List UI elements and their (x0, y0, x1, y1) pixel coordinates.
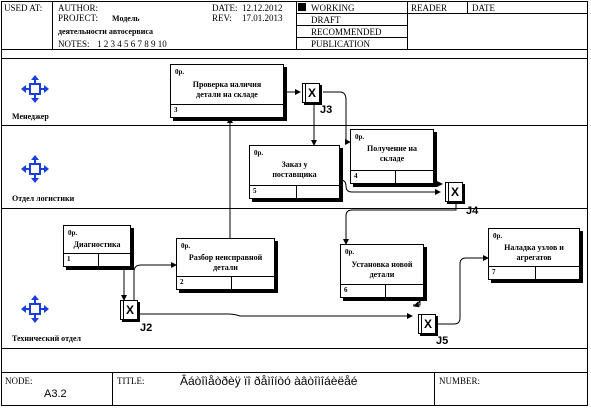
box-op: 0р. (254, 149, 264, 157)
junction-symbol: X (451, 185, 460, 199)
junction-symbol: X (308, 86, 317, 100)
footer-top-rule (1, 372, 588, 373)
lane-logistics-icon (21, 155, 49, 183)
box-op: 0р. (345, 248, 355, 256)
box-number: 1 (67, 255, 71, 263)
box-number: 4 (354, 172, 358, 180)
activity-box-6[interactable]: 0р. Установка новой детали 6 (340, 244, 424, 298)
junction-label-j4: J4 (466, 205, 479, 217)
link-j2-j5 (138, 313, 413, 319)
link-j5-7 (438, 255, 489, 325)
rev-label: REV: (212, 13, 232, 23)
used-at-label: USED AT: (4, 3, 43, 13)
node-label: NODE: (5, 376, 33, 386)
status-publication: PUBLICATION (311, 39, 371, 49)
number-label: NUMBER: (439, 376, 481, 386)
lane-name-technical: Технический отдел (12, 334, 81, 343)
rev-value: 17.01.2013 (242, 13, 283, 23)
link-j2-2 (133, 262, 177, 300)
lane-separator-2 (1, 208, 588, 209)
status-draft: DRAFT (311, 15, 341, 25)
box-number: 6 (344, 286, 348, 294)
activity-box-2[interactable]: 0р. Разбор неисправной детали 2 (176, 238, 275, 290)
link-j4-6 (343, 200, 457, 245)
lane-technical-icon (21, 295, 49, 323)
junction-j2[interactable]: X (120, 300, 138, 320)
junction-symbol: X (126, 303, 135, 317)
title-label: TITLE: (117, 376, 145, 386)
box-label: Получение на складе (366, 144, 418, 163)
box-label: Наладка узлов и агрегатов (504, 243, 564, 262)
junction-symbol: X (424, 317, 433, 331)
lane-bottom-border (1, 348, 588, 349)
junction-j5[interactable]: X (418, 314, 436, 334)
lane-top-border (1, 58, 588, 59)
project-label: PROJECT: (58, 13, 99, 23)
project-value-line2: деятельности автосервиса (58, 27, 153, 36)
status-divider-left (296, 1, 297, 49)
box-label: Диагностика (73, 240, 121, 249)
lane-name-logistics: Отдел логистики (12, 194, 75, 203)
activity-box-7[interactable]: 0р. Наладка узлов и агрегатов 7 (488, 228, 580, 280)
activity-box-5[interactable]: 0р. Заказ у поставщика 5 (249, 145, 340, 199)
lane-manager-icon (21, 75, 49, 103)
box-label: Заказ у поставщика (272, 160, 317, 179)
link-5-j4 (339, 179, 441, 195)
junction-label-j3: J3 (320, 104, 333, 116)
activity-box-4[interactable]: 0р. Получение на складе 4 (350, 129, 434, 184)
project-value-line1: Модель (112, 14, 140, 23)
reader-label: READER (411, 3, 447, 13)
title-value: Âáòîìåòðèÿ ïî ðåìîíòó àâòîìîáèëåé (180, 374, 358, 388)
junction-label-j2: J2 (140, 322, 153, 334)
box-label: Проверка наличия детали на складе (192, 80, 262, 99)
notes-value: 1 2 3 4 5 6 7 8 9 10 (97, 39, 167, 49)
author-label: AUTHOR: (58, 3, 98, 13)
box-number: 2 (180, 278, 184, 286)
date-label: DATE: (212, 3, 238, 13)
status-divider-right (407, 1, 408, 49)
link-j3-4 (323, 91, 351, 145)
node-value: A3.2 (44, 388, 67, 400)
activity-box-3[interactable]: 0р. Проверка наличия детали на складе 3 (170, 64, 284, 118)
box-op: 0р. (68, 229, 78, 237)
box-op: 0р. (181, 242, 191, 250)
reader-date-label: DATE (472, 3, 495, 13)
junction-j4[interactable]: X (445, 182, 463, 202)
lane-separator-1 (1, 125, 588, 126)
box-label: Установка новой детали (351, 260, 413, 279)
box-label: Разбор неисправной детали (188, 253, 263, 272)
box-op: 0р. (493, 232, 503, 240)
working-marker (298, 3, 306, 11)
notes-label: NOTES: (58, 39, 90, 49)
box-op: 0р. (355, 133, 365, 141)
junction-label-j5: J5 (436, 335, 449, 347)
header-bottom-rule (1, 49, 588, 50)
status-recommended: RECOMMENDED (311, 27, 382, 37)
date-value: 12.12.2012 (242, 3, 283, 13)
status-working: WORKING (311, 3, 355, 13)
box-number: 5 (253, 187, 257, 195)
box-number: 3 (174, 106, 178, 114)
box-number: 7 (492, 268, 496, 276)
activity-box-1[interactable]: 0р. Диагностика 1 (63, 225, 131, 267)
header-divider (52, 1, 53, 49)
junction-j3[interactable]: X (302, 83, 320, 103)
box-op: 0р. (175, 68, 185, 76)
lane-name-manager: Менеджер (12, 112, 49, 121)
